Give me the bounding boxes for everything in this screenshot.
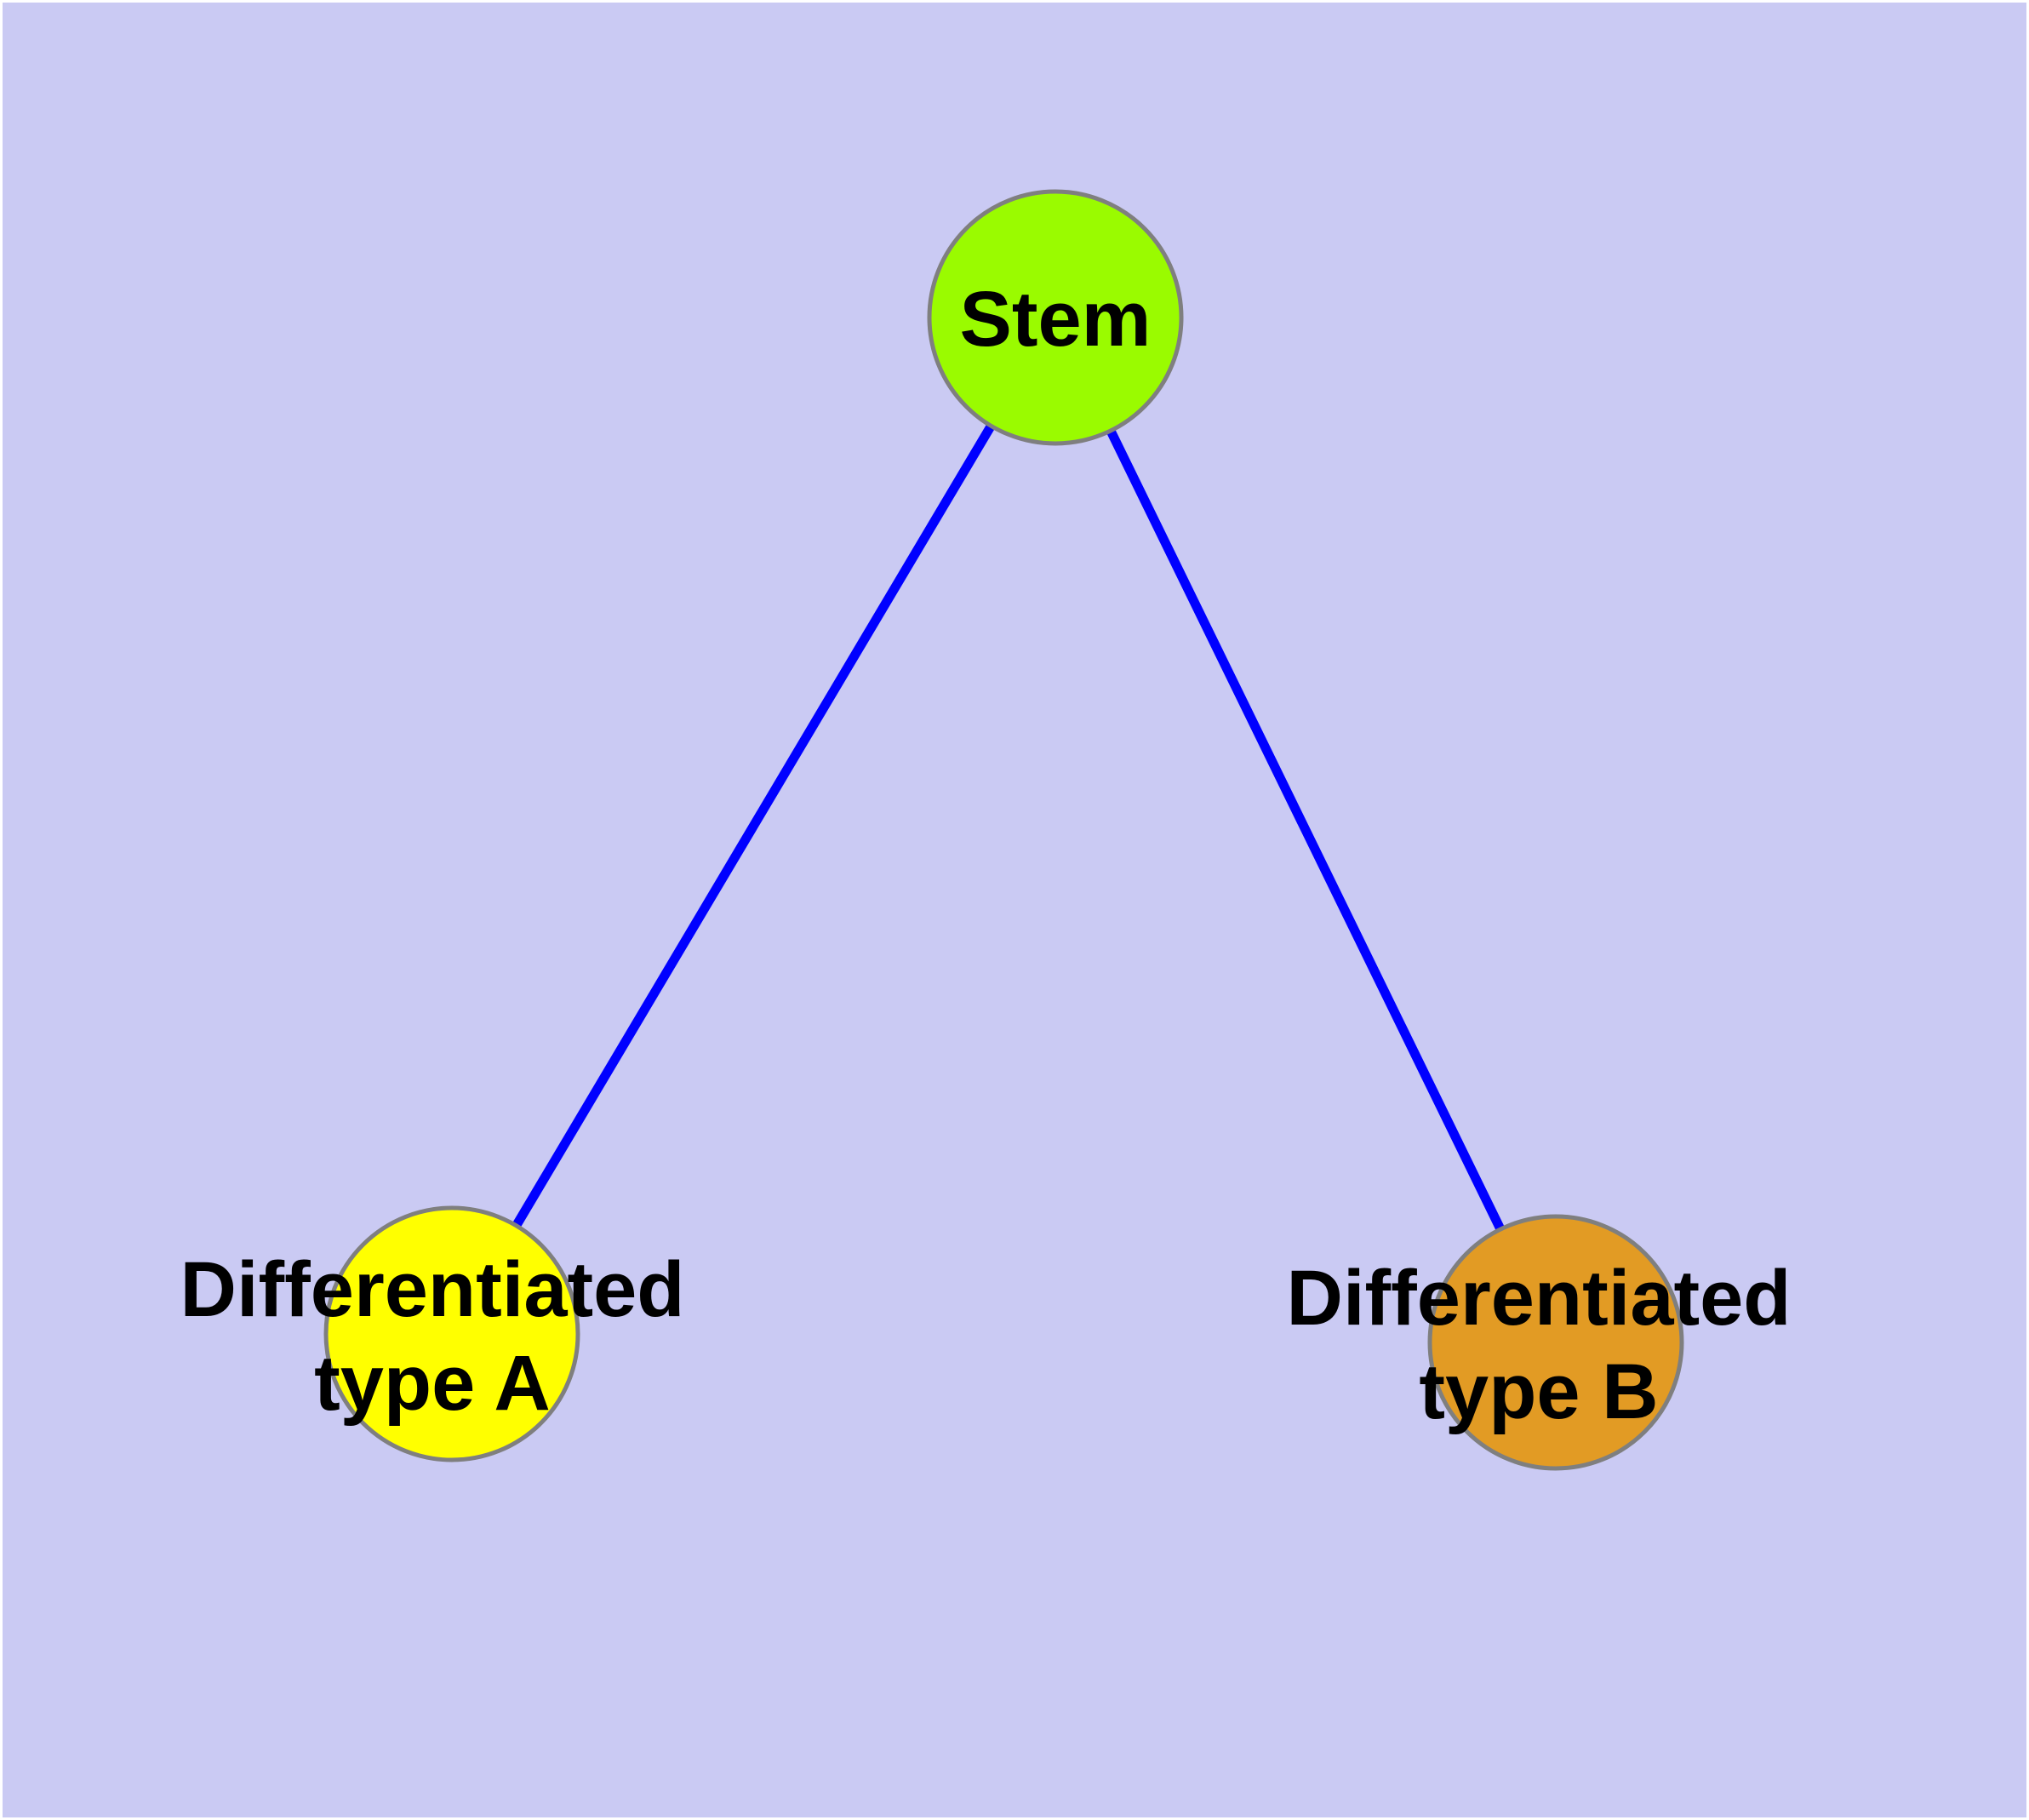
- type-b-node-label-line-2: type B: [1419, 1348, 1659, 1435]
- type-a-node-label-line-2: type A: [314, 1340, 551, 1427]
- type-a-node-label: Differentiated type A: [180, 1243, 685, 1430]
- type-b-node-circle: [1427, 1214, 1684, 1471]
- edge-stem-to-type-b: [1051, 315, 1560, 1345]
- edge-stem-to-type-a: [448, 315, 1060, 1336]
- stem-node-label-line: Stem: [959, 276, 1152, 363]
- graph-svg: [323, 189, 1684, 1471]
- type-a-node-circle: [323, 1205, 580, 1462]
- type-a-node-label-line-1: Differentiated: [180, 1246, 685, 1333]
- stem-node-circle: [927, 189, 1184, 446]
- type-b-node-label-line-1: Differentiated: [1286, 1255, 1792, 1342]
- type-b-node-label: Differentiated type B: [1287, 1251, 1792, 1439]
- stem-node-label: Stem: [960, 272, 1152, 366]
